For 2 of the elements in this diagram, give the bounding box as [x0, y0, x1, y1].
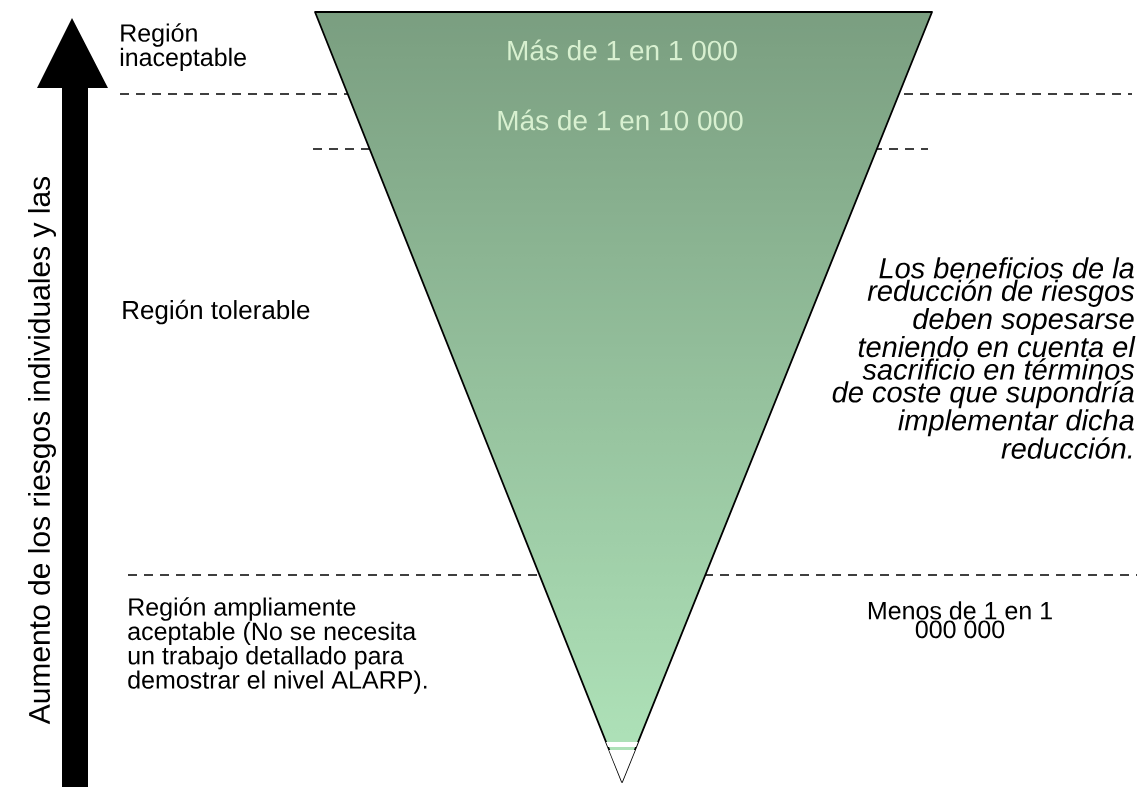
text-label: Región inaceptable	[120, 23, 246, 72]
text-label: Aumento de los riesgos individuales y las	[28, 176, 56, 725]
